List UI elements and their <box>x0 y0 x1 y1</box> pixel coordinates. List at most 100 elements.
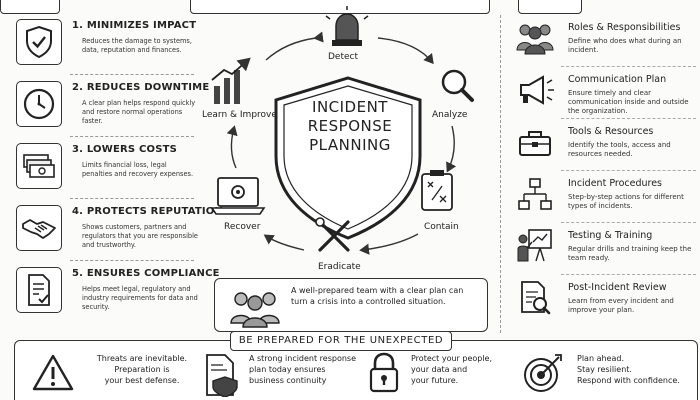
benefit-card-2: 2. REDUCES DOWNTIME A clear plan helps r… <box>14 77 209 137</box>
component-desc: Ensure timely and clear communication in… <box>568 89 689 115</box>
stage-recover-label: Recover <box>224 222 261 232</box>
growth-chart-icon <box>211 57 251 104</box>
component-card-4: Incident Procedures Step-by-step actions… <box>509 171 696 223</box>
benefit-title: 2. REDUCES DOWNTIME <box>72 82 210 93</box>
strategy-clipboard-icon <box>421 170 453 211</box>
bottom-message-3: Protect your people, your data and your … <box>411 353 521 386</box>
benefit-desc: Reduces the damage to systems, data, rep… <box>82 37 192 54</box>
divider <box>70 198 194 199</box>
message-line: Threats are inevitable. <box>96 354 188 363</box>
benefit-title: 1. MINIMIZES IMPACT <box>72 20 197 31</box>
magnifier-icon <box>441 69 474 102</box>
component-card-6: Post-Incident Review Learn from every in… <box>509 275 696 327</box>
divider <box>561 66 696 67</box>
cycle-arrows <box>210 6 474 255</box>
review-doc-icon <box>513 278 557 318</box>
bottom-banner: Threats are inevitable. Preparation is y… <box>14 340 698 400</box>
team-people-icon <box>230 292 280 328</box>
divider <box>70 136 194 137</box>
component-title: Post-Incident Review <box>568 282 667 293</box>
title-line: PLANNING <box>309 136 391 154</box>
bottom-message-4: Plan ahead. Stay resilient. Respond with… <box>577 353 697 386</box>
component-desc: Learn from every incident and improve yo… <box>568 297 674 314</box>
incident-cycle: INCIDENT RESPONSE PLANNING Detect Analyz… <box>196 0 496 280</box>
message-line: plan today ensures <box>249 365 326 374</box>
flowchart-icon <box>513 174 557 214</box>
divider <box>561 274 696 275</box>
benefit-title: 5. ENSURES COMPLIANCE <box>72 268 220 279</box>
bottom-message-2: A strong incident response plan today en… <box>249 353 379 386</box>
stage-eradicate-label: Eradicate <box>318 262 361 272</box>
component-desc: Identify the tools, access and resources… <box>568 141 671 158</box>
presenter-icon <box>513 226 557 266</box>
handshake-icon <box>16 205 62 251</box>
message-line: A strong incident response <box>249 354 357 363</box>
stage-learn-label: Learn & Improve <box>202 110 277 120</box>
wrench-screwdriver-icon <box>315 217 350 252</box>
message-line: your data and <box>411 365 468 374</box>
siren-icon <box>325 6 369 46</box>
top-center-ribbon <box>190 0 490 14</box>
laptop-gear-icon <box>210 177 266 215</box>
divider <box>561 170 696 171</box>
benefit-card-1: 1. MINIMIZES IMPACT Reduces the damage t… <box>14 15 196 75</box>
message-line: Protect your people, <box>411 354 493 363</box>
team-note-text: A well-prepared team with a clear plan c… <box>291 286 464 306</box>
component-title: Incident Procedures <box>568 178 663 189</box>
benefit-card-3: 3. LOWERS COSTS Limits financial loss, l… <box>14 139 194 199</box>
money-stack-icon <box>16 143 62 189</box>
message-line: Stay resilient. <box>577 365 632 374</box>
component-card-2: Communication Plan Ensure timely and cle… <box>509 67 696 119</box>
message-line: business continuity <box>249 376 327 385</box>
component-title: Testing & Training <box>568 230 653 241</box>
component-desc: Regular drills and training keep the tea… <box>568 245 692 262</box>
benefit-title: 4. PROTECTS REPUTATION <box>72 206 224 217</box>
central-shield-title: INCIDENT RESPONSE PLANNING <box>290 98 410 155</box>
benefit-desc: Shows customers, partners and regulators… <box>82 223 198 249</box>
target-arrow-icon <box>524 354 562 392</box>
plan-document-shield-icon <box>206 354 238 397</box>
top-left-ribbon <box>0 0 60 14</box>
message-line: Preparation is <box>114 365 170 374</box>
bottom-banner-title: BE PREPARED FOR THE UNEXPECTED <box>230 331 452 351</box>
document-check-icon <box>16 267 62 313</box>
shield-check-icon <box>16 19 62 65</box>
divider <box>561 222 696 223</box>
stage-contain-label: Contain <box>424 222 459 232</box>
component-title: Roles & Responsibilities <box>568 22 681 33</box>
component-desc: Define who does what during an incident. <box>568 37 682 54</box>
padlock-icon <box>369 352 399 393</box>
component-card-5: Testing & Training Regular drills and tr… <box>509 223 696 275</box>
plan-components-column: Roles & Responsibilities Define who does… <box>500 15 696 333</box>
team-icon <box>513 18 557 58</box>
component-card-1: Roles & Responsibilities Define who does… <box>509 15 696 67</box>
benefit-desc: Limits financial loss, legal penalties a… <box>82 161 194 178</box>
message-line: Plan ahead. <box>577 354 624 363</box>
toolbox-icon <box>513 122 557 162</box>
message-line: Respond with confidence. <box>577 376 680 385</box>
component-desc: Step-by-step actions for different types… <box>568 193 684 210</box>
divider <box>561 118 696 119</box>
clock-icon <box>16 81 62 127</box>
component-card-3: Tools & Resources Identify the tools, ac… <box>509 119 696 171</box>
title-line: RESPONSE <box>307 117 393 135</box>
component-title: Tools & Resources <box>568 126 654 137</box>
message-line: your future. <box>411 376 459 385</box>
bottom-message-1: Threats are inevitable. Preparation is y… <box>87 353 197 386</box>
stage-analyze-label: Analyze <box>432 110 468 120</box>
divider <box>70 74 194 75</box>
benefit-desc: Helps meet legal, regulatory and industr… <box>82 285 198 311</box>
benefit-desc: A clear plan helps respond quickly and r… <box>82 99 196 125</box>
megaphone-icon <box>513 70 557 110</box>
benefit-title: 3. LOWERS COSTS <box>72 144 178 155</box>
stage-detect-label: Detect <box>328 52 359 62</box>
divider <box>70 260 194 261</box>
benefit-card-4: 4. PROTECTS REPUTATION Shows customers, … <box>14 201 223 261</box>
message-line: your best defense. <box>104 376 180 385</box>
title-line: INCIDENT <box>312 98 388 116</box>
component-title: Communication Plan <box>568 74 667 85</box>
team-note-card: A well-prepared team with a clear plan c… <box>214 278 488 332</box>
benefits-column: 1. MINIMIZES IMPACT Reduces the damage t… <box>14 15 223 325</box>
top-right-ribbon <box>518 0 582 14</box>
warning-icon <box>32 354 74 391</box>
